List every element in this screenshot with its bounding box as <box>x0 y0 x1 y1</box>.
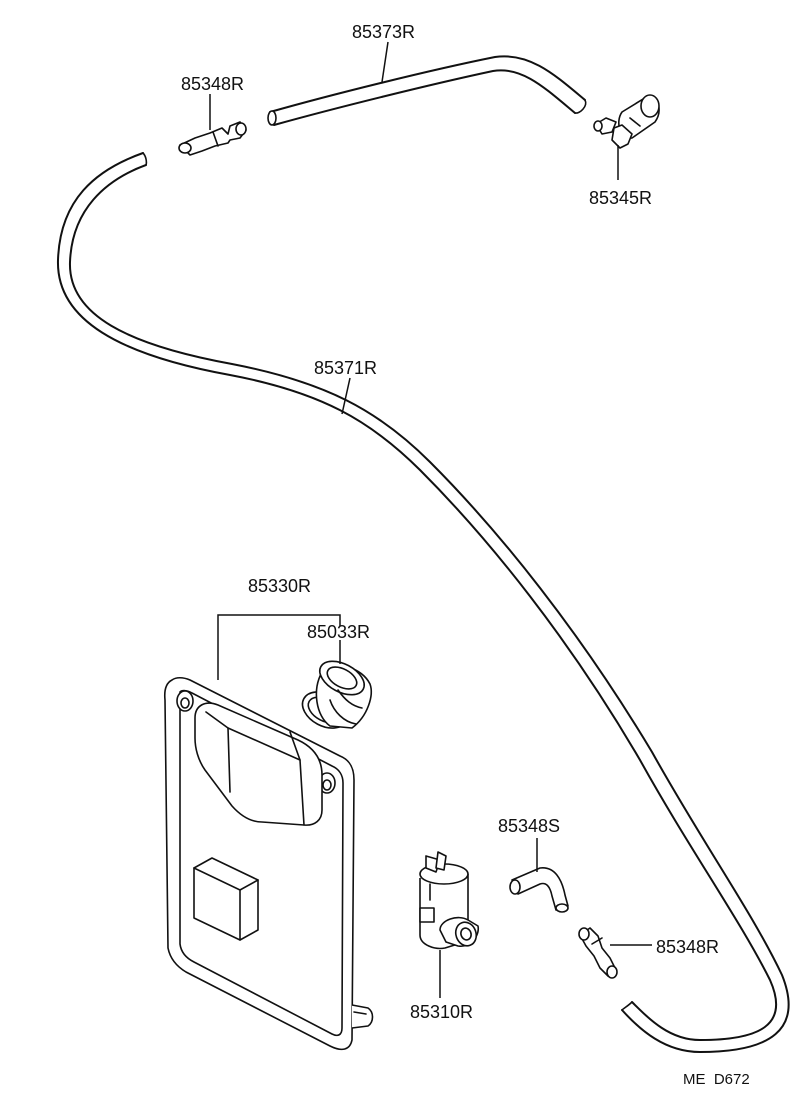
joint-85348R-top[interactable] <box>178 121 247 156</box>
leader-lines <box>209 41 652 998</box>
label-85310R: 85310R <box>410 1002 473 1022</box>
hose-85371R[interactable] <box>56 152 790 1053</box>
label-85033R: 85033R <box>307 622 370 642</box>
label-85345R: 85345R <box>589 188 652 208</box>
label-85371R: 85371R <box>314 358 377 378</box>
elbow-85348S[interactable] <box>509 867 569 913</box>
label-85348R-bottom: 85348R <box>656 937 719 957</box>
washer-pump-85310R[interactable] <box>419 851 480 950</box>
label-85348S: 85348S <box>498 816 560 836</box>
label-85348R-top: 85348R <box>181 74 244 94</box>
washer-tank-85330R[interactable] <box>163 676 374 1051</box>
diagram-code: ME D672 <box>683 1071 750 1088</box>
label-85373R: 85373R <box>352 22 415 42</box>
joint-85348R-bottom[interactable] <box>578 927 618 979</box>
label-85330R: 85330R <box>248 576 311 596</box>
cap-85033R[interactable] <box>296 654 372 735</box>
nozzle-85345R[interactable] <box>593 94 660 149</box>
hose-85373R[interactable] <box>267 55 587 126</box>
